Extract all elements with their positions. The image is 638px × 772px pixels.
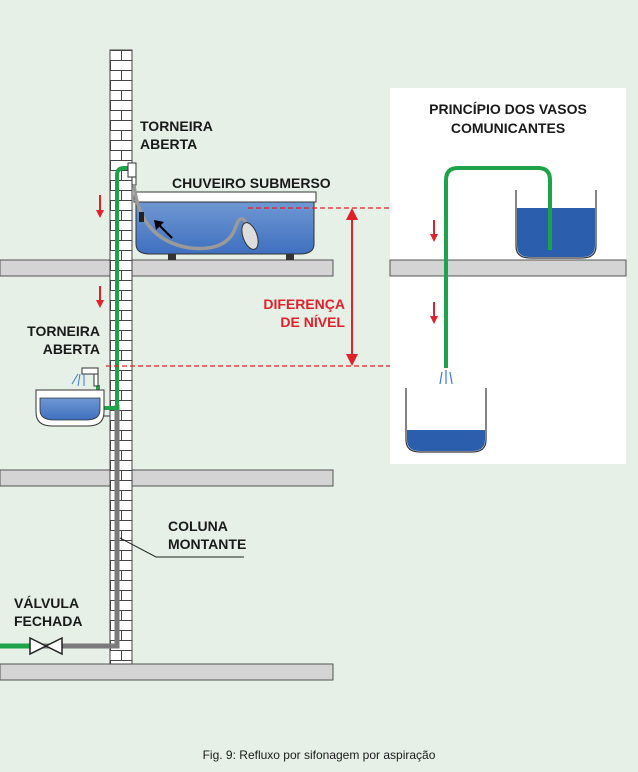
label-coluna-2: MONTANTE [168,536,246,552]
label-coluna-1: COLUNA [168,518,228,534]
faucet-middle-icon [71,367,99,387]
shower-head-icon [241,222,259,250]
faucet-top-icon [127,162,137,186]
floor-slab-bottom [0,663,334,681]
label-torneira-top-1: TORNEIRA [140,118,213,134]
level-difference-arrow-icon [346,208,358,366]
drain-plug [139,212,144,222]
label-torneira-mid-1: TORNEIRA [27,323,100,339]
label-valvula-1: VÁLVULA [14,595,79,611]
label-torneira-top-2: ABERTA [140,136,197,152]
label-torneira-mid-2: ABERTA [43,341,100,357]
communicating-vessels-panel: PRINCÍPIO DOS VASOS COMUNICANTES [389,88,627,464]
leader-line-coluna [119,537,244,558]
flow-arrow-down-icon [96,286,104,308]
closed-valve-icon [29,636,63,656]
flow-arrow-down-icon [96,195,104,218]
green-pipe-upper [115,166,131,410]
floor-slab-top [0,259,334,277]
upper-vessel [515,190,597,259]
suction-arrow-icon [154,220,173,239]
siphon-tube [444,166,552,368]
wash-basin [35,389,110,427]
bathtub [133,191,317,260]
shower-hose [132,184,248,251]
floor-slab-middle [0,469,334,487]
label-principio-2: COMUNICANTES [451,120,565,136]
label-diferenca-2: DE NÍVEL [280,314,345,330]
label-valvula-2: FECHADA [14,613,82,629]
label-diferenca-1: DIFERENÇA [263,296,345,312]
label-chuveiro: CHUVEIRO SUBMERSO [172,175,331,191]
brick-wall [109,49,133,665]
figure-caption: Fig. 9: Refluxo por sifonagem por aspira… [203,748,436,762]
label-principio-1: PRINCÍPIO DOS VASOS [429,101,587,117]
